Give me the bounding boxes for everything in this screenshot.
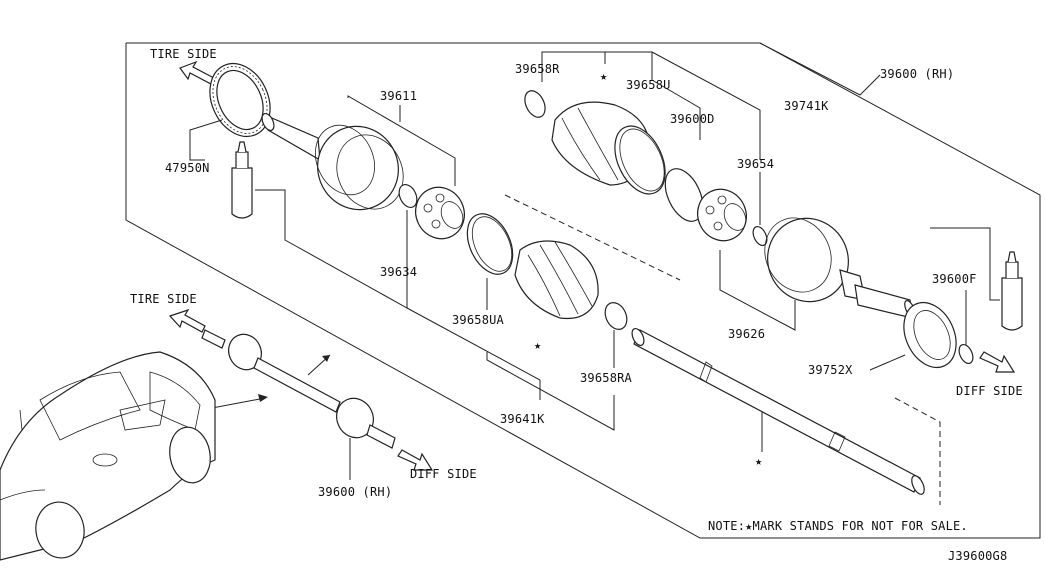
label-tire-side-mid: TIRE SIDE (130, 292, 197, 306)
label-39658U: 39658U (626, 78, 671, 92)
diff-side-arrow-right (979, 351, 1016, 373)
boot-band-39658RA (604, 302, 628, 330)
boot-left (514, 240, 599, 320)
snap-ring-39600D (664, 168, 704, 222)
diff-side-arrow-bottom (397, 449, 434, 471)
star-shaft: ★ (755, 454, 762, 468)
label-39600RH-bottom: 39600 (RH) (318, 485, 392, 499)
leader-39641K (406, 307, 541, 400)
leader-lower (486, 352, 615, 431)
drive-shaft (631, 327, 925, 495)
label-39658UA: 39658UA (452, 313, 505, 327)
circlip-39634 (398, 184, 418, 208)
outer-cv-joint-39611 (261, 112, 404, 211)
leader-top-group (541, 51, 653, 82)
label-47950N: 47950N (165, 161, 210, 175)
label-tire-side-top: TIRE SIDE (150, 47, 217, 61)
label-39752X: 39752X (808, 363, 853, 377)
boot-band-39658UA (466, 213, 514, 275)
leader-39741K (651, 51, 761, 160)
oil-seal-39752X (903, 301, 957, 369)
diagram-code: J39600G8 (948, 549, 1007, 563)
circlip-right (752, 225, 768, 247)
label-39600RH-top: 39600 (RH) (880, 67, 954, 81)
leader-39600D (651, 79, 701, 140)
car-silhouette (0, 351, 216, 561)
note-text: NOTE:★MARK STANDS FOR NOT FOR SALE. (708, 519, 968, 533)
boot-band-39658U (614, 125, 666, 195)
ball-race-left (415, 186, 465, 240)
star-top-group: ★ (600, 69, 607, 83)
label-39611: 39611 (380, 89, 417, 103)
label-diff-side-right: DIFF SIDE (956, 384, 1023, 398)
boot-band-39658R (524, 90, 546, 118)
label-39600D: 39600D (670, 112, 715, 126)
kit-bracket-left (504, 194, 681, 281)
label-39658RA: 39658RA (580, 371, 633, 385)
label-39641K: 39641K (500, 412, 545, 426)
inner-cv-housing-39626 (764, 217, 916, 319)
label-39600F: 39600F (932, 272, 977, 286)
sensor-ring-47950N (209, 62, 271, 138)
label-diff-side-bottom: DIFF SIDE (410, 467, 477, 481)
leader-39626 (719, 250, 796, 331)
leader-47950N (189, 119, 223, 161)
ball-race-right (697, 188, 747, 242)
leader-grease-right (930, 227, 1000, 301)
label-39741K: 39741K (784, 99, 829, 113)
star-boot-left: ★ (534, 338, 541, 352)
circlip-39600F (958, 343, 974, 365)
label-39634: 39634 (380, 265, 417, 279)
grease-tube-right (1001, 251, 1023, 331)
label-39626: 39626 (728, 327, 765, 341)
tire-side-arrow-top (179, 60, 215, 85)
label-39654: 39654 (737, 157, 774, 171)
grease-tube-left (231, 141, 253, 219)
kit-bracket-right (894, 397, 941, 505)
label-39658R: 39658R (515, 62, 560, 76)
overview-shaft-assembly (201, 329, 396, 449)
leader-39634 (255, 189, 408, 309)
leader-39611 (347, 95, 456, 186)
leader-39600RH-top (759, 42, 881, 96)
tire-side-arrow-mid (168, 308, 206, 333)
